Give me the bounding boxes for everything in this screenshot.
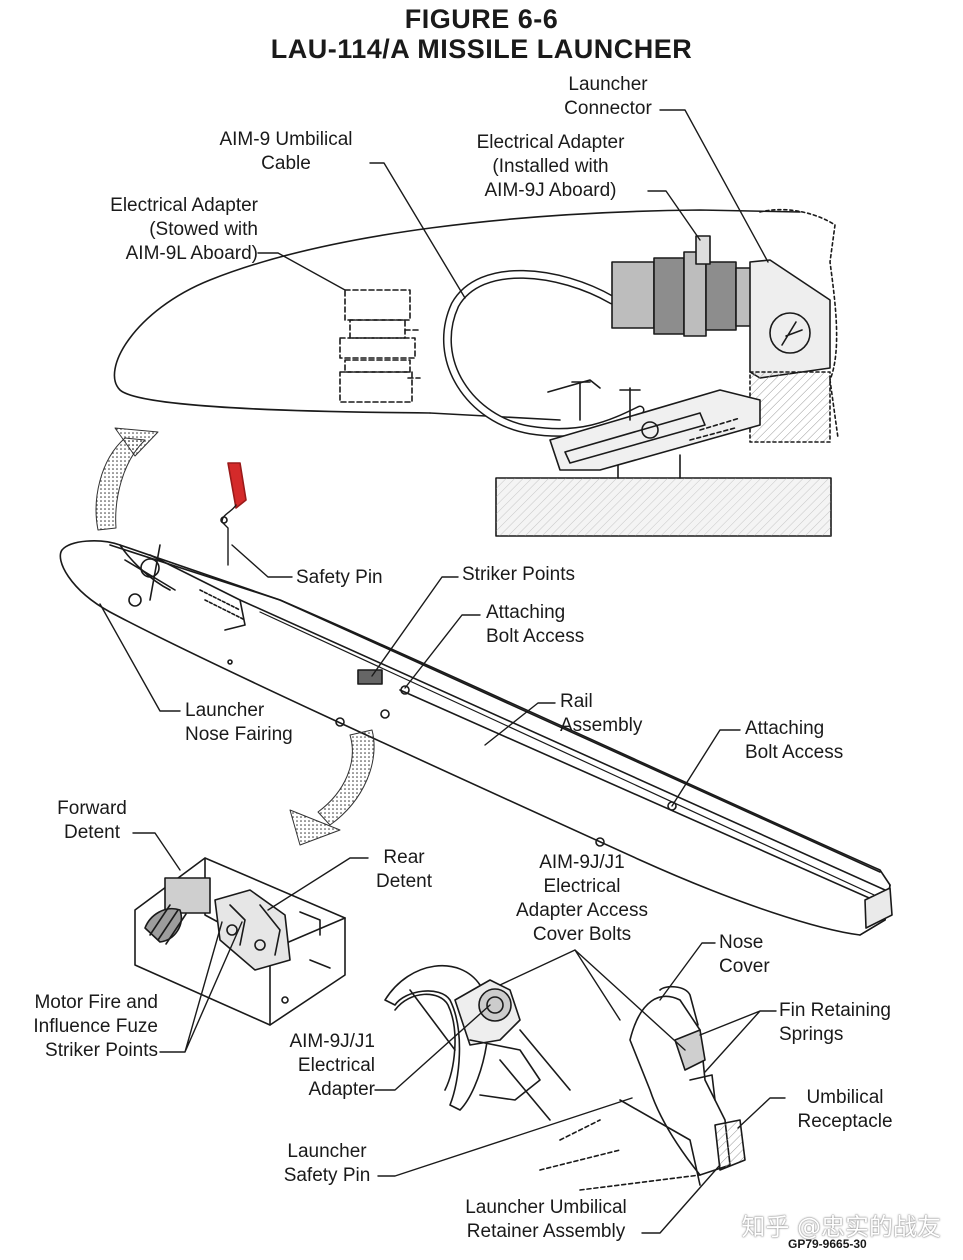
label-launcher-safety-pin: Launcher Safety Pin: [283, 1141, 371, 1186]
label-electrical-adapter-stowed: Electrical Adapter (Stowed with AIM-9L A…: [110, 195, 258, 264]
safety-pin-flag: [220, 462, 247, 566]
watermark: 知乎 @忠实的战友: [741, 1213, 941, 1241]
label-umbilical-receptacle: Umbilical Receptacle: [797, 1087, 893, 1132]
leader-lines: [99, 109, 786, 1234]
label-attaching-bolt-access-1: Attaching Bolt Access: [486, 602, 585, 647]
label-forward-detent: Forward Detent: [57, 798, 127, 843]
latch-mechanism: [547, 379, 761, 471]
label-launcher-nose-fairing: Launcher Nose Fairing: [185, 700, 293, 745]
label-launcher-umbilical-retainer: Launcher Umbilical Retainer Assembly: [465, 1197, 627, 1242]
fairing-interior-view: [113, 208, 839, 537]
view-arrow-down: [289, 729, 375, 846]
figure-number: FIGURE 6-6: [404, 4, 559, 34]
missile-nose-detail: [384, 964, 746, 1191]
launcher-rail-body: [59, 540, 893, 936]
label-safety-pin: Safety Pin: [296, 567, 383, 588]
label-aim9j-electrical-adapter: AIM-9J/J1 Electrical Adapter: [289, 1031, 375, 1100]
label-access-cover-bolts: AIM-9J/J1 Electrical Adapter Access Cove…: [515, 852, 649, 945]
launcher-connector: [749, 259, 831, 443]
installed-electrical-adapter: [611, 235, 761, 337]
label-fin-retaining-springs: Fin Retaining Springs: [779, 1000, 891, 1045]
figure-title: LAU-114/A MISSILE LAUNCHER: [270, 34, 693, 64]
label-rear-detent: Rear Detent: [376, 847, 432, 892]
label-motor-fire-striker-points: Motor Fire and Influence Fuze Striker Po…: [33, 992, 158, 1061]
stowed-electrical-adapter: [339, 289, 421, 403]
label-attaching-bolt-access-2: Attaching Bolt Access: [745, 718, 844, 763]
label-rail-assembly: Rail Assembly: [560, 691, 643, 736]
label-electrical-adapter-installed: Electrical Adapter (Installed with AIM-9…: [476, 132, 625, 201]
detent-detail: [134, 857, 346, 1026]
view-arrow-up: [95, 427, 159, 531]
label-striker-points: Striker Points: [462, 564, 575, 585]
label-umbilical-cable: AIM-9 Umbilical Cable: [219, 129, 353, 174]
label-launcher-connector: Launcher Connector: [564, 74, 652, 119]
label-nose-cover: Nose Cover: [719, 932, 770, 977]
drawing-code: GP79-9665-30: [788, 1237, 867, 1251]
